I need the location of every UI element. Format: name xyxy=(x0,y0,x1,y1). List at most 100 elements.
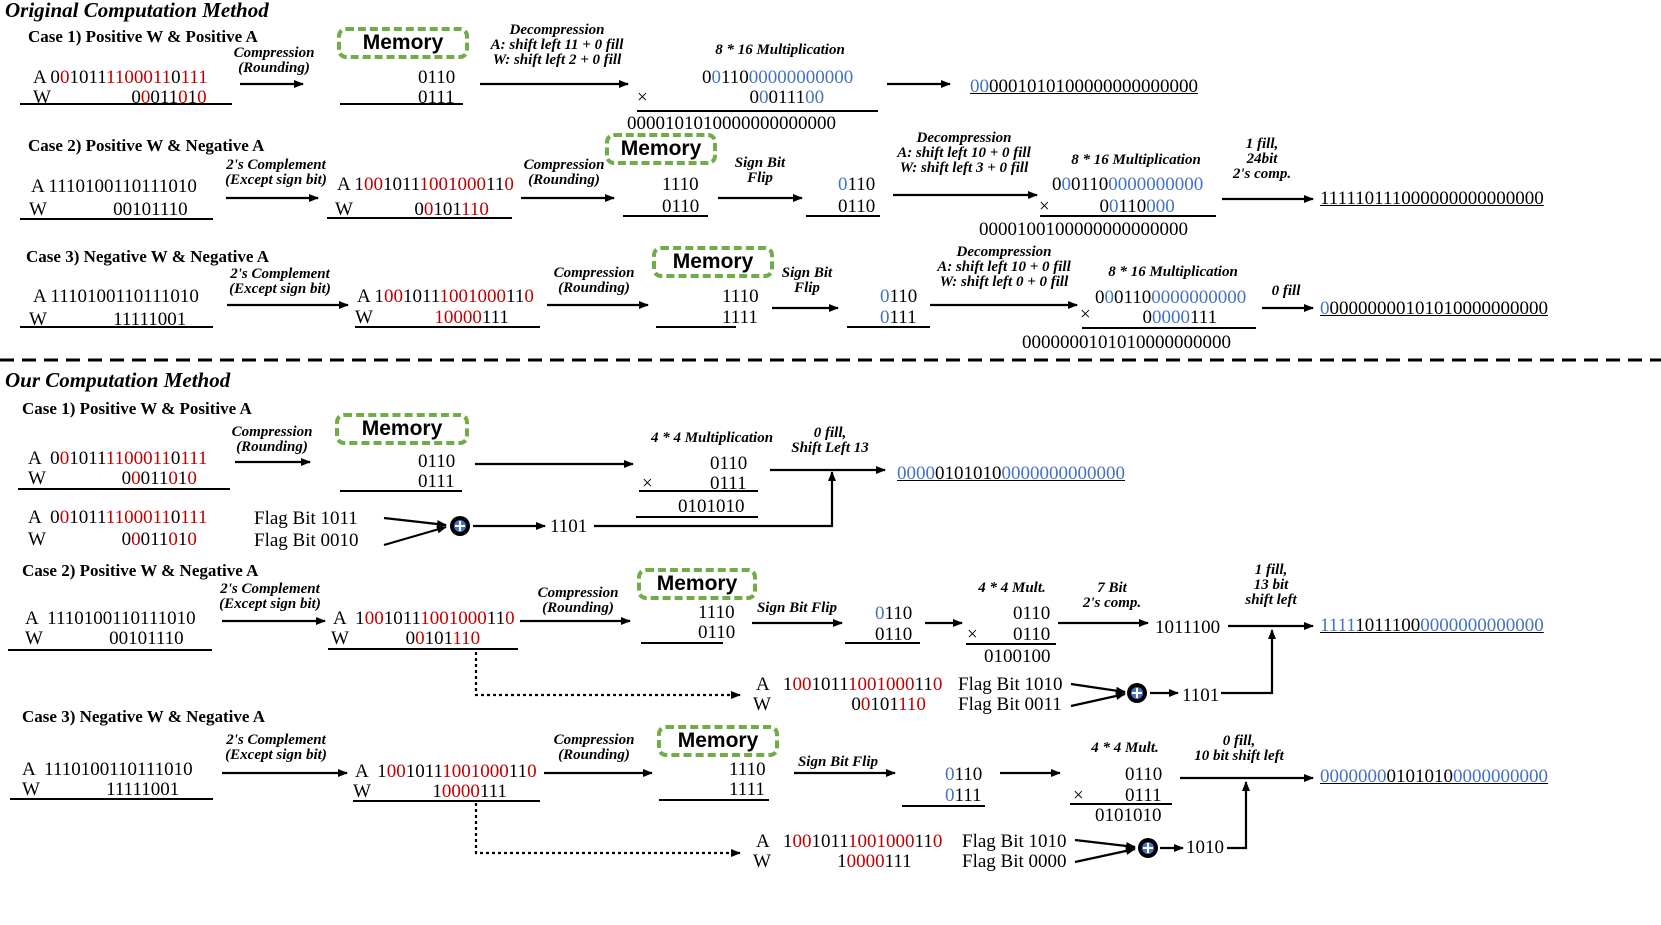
times-icon-n1: × xyxy=(642,473,653,494)
connector-arrow xyxy=(1070,692,1126,708)
compressed-a-o3: 1110 xyxy=(722,286,759,307)
flag-a-n2: A 10010111001000110 xyxy=(756,674,943,695)
compressed-a-n2: 1110 xyxy=(698,602,735,623)
operand-w-o3: W 11111001 xyxy=(29,309,187,330)
xor-result-n2: 1101 xyxy=(1182,685,1220,706)
xor-result-n3: 1010 xyxy=(1186,837,1224,858)
mult-w-n1: 0111 xyxy=(710,473,747,494)
flag-bit-a-n1: Flag Bit 1011 xyxy=(254,508,358,529)
twos-w-o3: W 10000111 xyxy=(355,307,509,328)
label-multiplication-o1: 8 * 16 Multiplication xyxy=(715,42,845,58)
operand-w-o1: W 00011010 xyxy=(33,87,207,108)
result-n2: 111110111000000000000000 xyxy=(1320,615,1544,636)
flag-w-n1: W 00011010 xyxy=(28,529,197,550)
flipped-a-o3: 0110 xyxy=(880,286,918,307)
connector-arrow xyxy=(594,471,836,528)
label-multiplication-n3: 4 * 4 Mult. xyxy=(1091,740,1159,756)
flipped-w-o2: 0110 xyxy=(838,196,876,217)
twos-result-n2: 1011100 xyxy=(1155,617,1221,638)
label-compression-n1: Compression (Rounding) xyxy=(231,424,313,455)
connector-arrow xyxy=(383,516,447,528)
connector-arrow xyxy=(1070,682,1126,695)
times-icon-o3: × xyxy=(1080,304,1091,325)
flag-w-n3: W 10000111 xyxy=(753,851,912,872)
times-icon-n3: × xyxy=(1073,785,1084,806)
compressed-w-n3: 1111 xyxy=(729,779,765,800)
flag-a-n1: A 00101111000110111 xyxy=(28,507,208,528)
memory-box: Memory xyxy=(335,413,469,445)
flipped-w-n3: 0111 xyxy=(945,785,982,806)
label-twos-n3: 2's Complement (Except sign bit) xyxy=(225,732,327,763)
memory-box: Memory xyxy=(652,246,774,278)
compressed-a-n3: 1110 xyxy=(729,759,766,780)
mult-a-n2: 0110 xyxy=(1013,603,1051,624)
label-twos-o3: 2's Complement (Except sign bit) xyxy=(229,266,331,297)
operand-a-o2: A 1110100110111010 xyxy=(31,176,197,197)
label-multiplication-o2: 8 * 16 Multiplication xyxy=(1071,152,1201,168)
mult-a-o3: 0001100000000000 xyxy=(1095,287,1247,308)
label-signflip-o3: Sign Bit Flip xyxy=(781,265,833,296)
connector-arrow xyxy=(383,525,447,547)
mult-a-n3: 0110 xyxy=(1125,764,1163,785)
operand-w-n2: W 00101110 xyxy=(25,628,184,649)
label-signflip-n3: Sign Bit Flip xyxy=(797,754,879,770)
flipped-w-n2: 0110 xyxy=(875,624,913,645)
operand-w-n1: W 00011010 xyxy=(28,468,197,489)
memory-box: Memory xyxy=(637,568,757,600)
mult-a-o1: 0011000000000000 xyxy=(702,67,854,88)
twos-w-n2: W 00101110 xyxy=(331,628,481,649)
mult-product-n2: 0100100 xyxy=(984,646,1051,667)
compressed-w-n1: 0111 xyxy=(418,471,455,492)
section-title-ours: Our Computation Method xyxy=(5,368,231,392)
result-o2: 111110111000000000000000 xyxy=(1320,188,1544,209)
connector-arrow xyxy=(1074,846,1136,864)
case-title-o2: Case 2) Positive W & Negative A xyxy=(28,136,265,155)
label-twos-n2: 2's Complement (Except sign bit) xyxy=(219,581,321,612)
connector-arrow xyxy=(474,652,741,699)
case-title-o1: Case 1) Positive W & Positive A xyxy=(28,27,258,46)
operand-w-n3: W 11111001 xyxy=(22,779,180,800)
label-decompression-o2: Decompression A: shift left 10 + 0 fill … xyxy=(897,130,1031,176)
xor-result-n1: 1101 xyxy=(550,516,588,537)
connector-arrow xyxy=(474,803,741,857)
mult-product-n3: 0101010 xyxy=(1095,805,1162,826)
compressed-w-o1: 0111 xyxy=(418,87,455,108)
connector-arrow xyxy=(1221,629,1276,695)
flag-bit-a-n2: Flag Bit 1010 xyxy=(958,674,1063,695)
compressed-a-o1: 0110 xyxy=(418,67,456,88)
twos-a-o2: A 10010111001000110 xyxy=(337,174,514,195)
flipped-a-n3: 0110 xyxy=(945,764,983,785)
label-fill-o3: 0 fill xyxy=(1271,283,1301,299)
mult-w-o2: 00110000 xyxy=(1052,196,1175,217)
memory-box: Memory xyxy=(657,725,779,757)
compressed-w-o3: 1111 xyxy=(722,307,758,328)
label-multiplication-n1: 4 * 4 Multiplication xyxy=(650,430,774,446)
flipped-w-o3: 0111 xyxy=(880,307,917,328)
operand-a-o3: A 1110100110111010 xyxy=(33,286,199,307)
label-shift-n3: 0 fill, 10 bit shift left xyxy=(1194,733,1284,764)
flipped-a-n2: 0110 xyxy=(875,603,913,624)
compressed-w-o2: 0110 xyxy=(662,196,700,217)
label-signflip-o2: Sign Bit Flip xyxy=(734,155,786,186)
label-compression-n2: Compression (Rounding) xyxy=(537,585,619,616)
times-icon-o2: × xyxy=(1039,196,1050,217)
label-decompression-o1: Decompression A: shift left 11 + 0 fill … xyxy=(490,22,624,68)
mult-w-o3: 00000111 xyxy=(1095,307,1218,328)
times-icon-o1: × xyxy=(637,87,648,108)
mult-w-o1: 00011100 xyxy=(702,87,825,108)
label-compression-o3: Compression (Rounding) xyxy=(553,265,635,296)
memory-box: Memory xyxy=(337,27,469,59)
twos-a-n3: A 10010111001000110 xyxy=(355,761,537,782)
mult-w-n2: 0110 xyxy=(1013,624,1051,645)
case-title-o3: Case 3) Negative W & Negative A xyxy=(26,247,269,266)
circled-plus-icon xyxy=(450,516,470,536)
result-n1: 000001010100000000000000 xyxy=(897,463,1125,484)
flag-bit-w-n2: Flag Bit 0011 xyxy=(958,694,1062,715)
twos-a-n2: A 10010111001000110 xyxy=(333,608,515,629)
twos-a-o3: A 10010111001000110 xyxy=(357,286,534,307)
mult-a-o2: 0001100000000000 xyxy=(1052,174,1204,195)
operand-a-n2: A 1110100110111010 xyxy=(25,608,196,629)
case-title-n3: Case 3) Negative W & Negative A xyxy=(22,707,265,726)
